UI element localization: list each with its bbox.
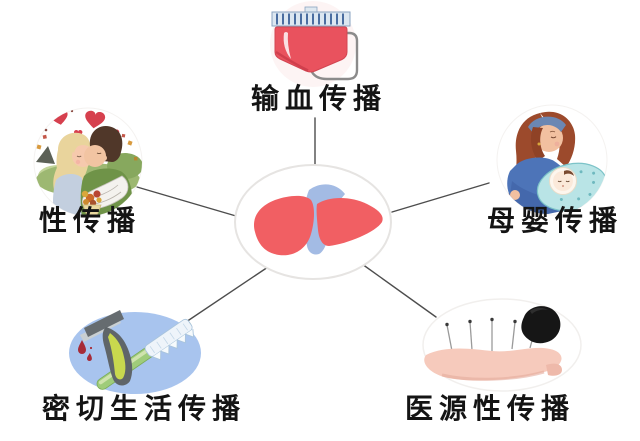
connector-left — [136, 186, 237, 217]
bouquet — [81, 190, 102, 216]
mother-baby-icon — [496, 104, 608, 216]
label-transfusion: 输血传播 — [250, 82, 387, 115]
label-sexual: 性传播 — [38, 204, 141, 237]
liver-right-lobe — [316, 198, 383, 246]
node-iatrogenic — [412, 295, 592, 395]
liver-icon — [234, 164, 392, 280]
bag-highlight — [283, 32, 291, 59]
node-sexual — [28, 106, 148, 218]
acupuncture-arm-icon — [422, 298, 582, 392]
blood-bag-icon — [270, 1, 359, 87]
bag-body — [274, 26, 348, 73]
connector-bottom-right — [361, 263, 437, 318]
hair — [521, 306, 561, 344]
node-transfusion — [253, 0, 378, 88]
liver-left-lobe — [253, 195, 314, 256]
woman-body — [52, 174, 84, 216]
arm — [424, 347, 562, 381]
baby-face — [553, 171, 573, 191]
label-iatrogenic: 医源性传播 — [404, 392, 575, 425]
node-center-liver — [229, 160, 399, 285]
razor — [80, 310, 133, 386]
iv-tube — [310, 31, 359, 81]
razor-toothbrush-icon — [69, 310, 201, 394]
connector-bottom-left — [185, 266, 269, 323]
kissing-couple-icon — [33, 107, 143, 217]
label-close-contact: 密切生活传播 — [41, 392, 246, 425]
node-mother-infant — [488, 103, 618, 218]
connector-right — [391, 182, 490, 213]
blood-drops — [78, 340, 93, 362]
label-mother-infant: 母婴传播 — [486, 204, 623, 237]
node-close-contact — [60, 295, 210, 400]
headband — [528, 116, 566, 133]
man-face — [84, 145, 106, 167]
